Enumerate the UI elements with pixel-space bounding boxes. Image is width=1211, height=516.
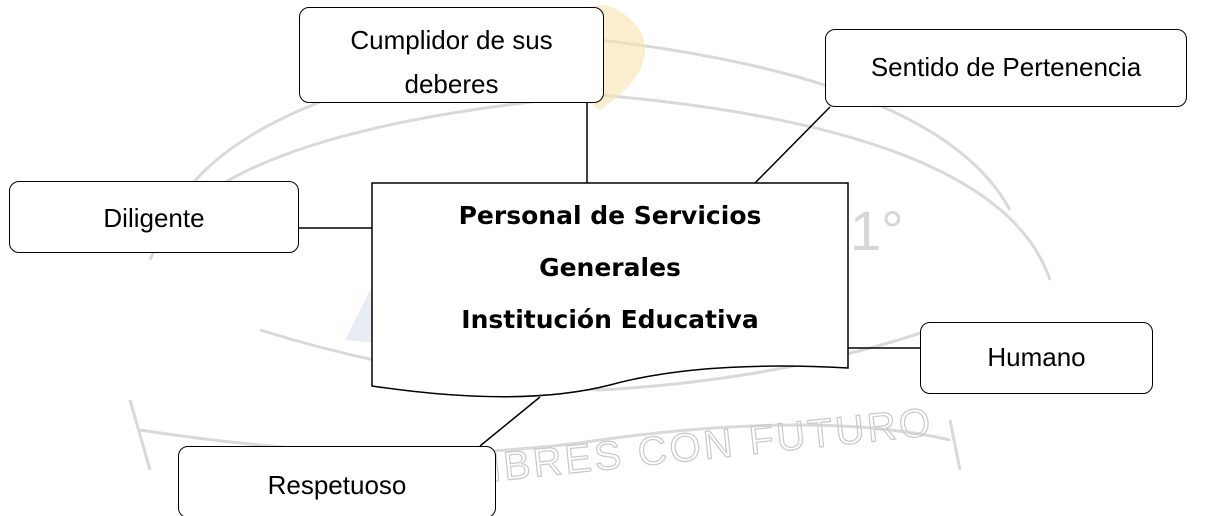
center-line-1: Personal de Servicios — [458, 201, 762, 230]
center-node-text: Personal de Servicios Generales Instituc… — [372, 182, 848, 352]
node-respetuoso: Respetuoso — [178, 446, 496, 516]
center-line-2: Generales — [539, 253, 681, 282]
node-diligente: Diligente — [9, 181, 299, 253]
node-humano: Humano — [920, 322, 1153, 394]
node-cumplidor: Cumplidor de sus deberes — [299, 7, 604, 103]
connector-sentido — [754, 106, 831, 184]
watermark-mark: 1° — [850, 199, 904, 262]
connector-respetuoso — [479, 396, 541, 447]
node-sentido-pertenencia: Sentido de Pertenencia — [825, 29, 1187, 107]
center-line-3: Institución Educativa — [461, 305, 759, 334]
center-document-shape — [371, 182, 849, 398]
